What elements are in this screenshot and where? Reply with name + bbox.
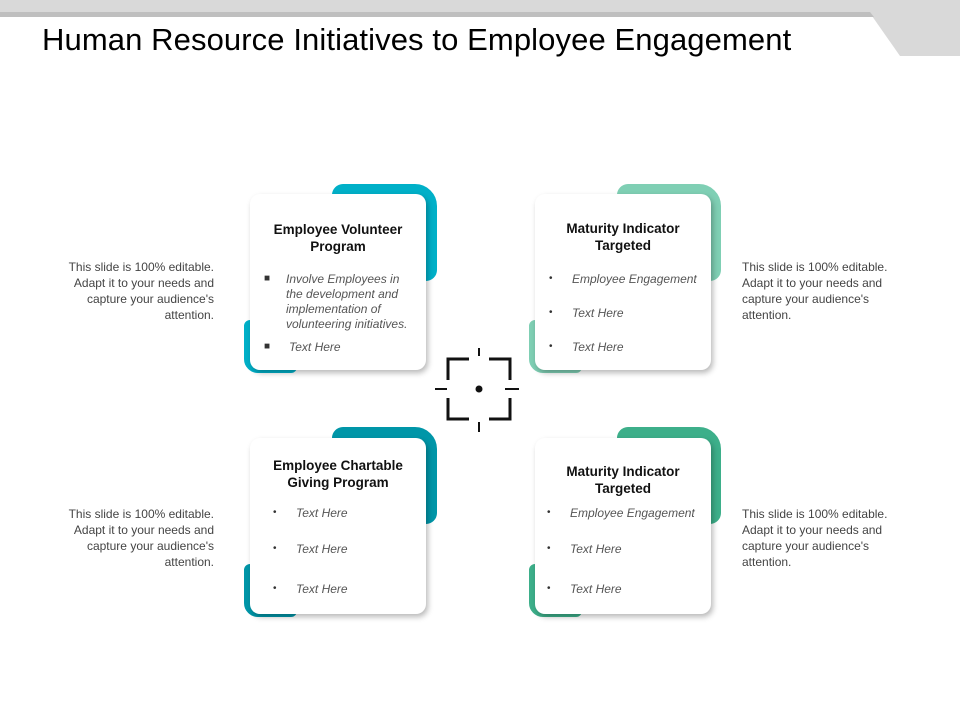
- bullet-dot-icon: •: [547, 543, 551, 554]
- bullet-dot-icon: •: [547, 507, 551, 518]
- bullet-dot-icon: •: [547, 583, 551, 594]
- bullet-square-icon: ■: [264, 341, 271, 352]
- side-description-top-left: This slide is 100% editable. Adapt it to…: [68, 260, 214, 322]
- bullet-dot-icon: •: [273, 543, 277, 554]
- bullet-dot-icon: •: [549, 273, 553, 284]
- side-description-bottom-left: This slide is 100% editable. Adapt it to…: [68, 507, 214, 569]
- card-title: Employee Volunteer Program: [273, 222, 403, 254]
- side-description-top-right: This slide is 100% editable. Adapt it to…: [742, 260, 888, 322]
- bullet-dot-icon: •: [549, 307, 553, 318]
- bullet-dot-icon: •: [273, 583, 277, 594]
- bullet-dot-icon: •: [273, 507, 277, 518]
- card-employee-chartable-giving-program: Employee Chartable Giving Program • Text…: [250, 438, 426, 614]
- page-title: Human Resource Initiatives to Employee E…: [42, 22, 792, 57]
- side-description-bottom-right: This slide is 100% editable. Adapt it to…: [742, 507, 888, 569]
- card-maturity-indicator-targeted-2: Maturity Indicator Targeted • Employee E…: [535, 438, 711, 614]
- header-bar: [0, 0, 960, 56]
- card-maturity-indicator-targeted-1: Maturity Indicator Targeted • Employee E…: [535, 194, 711, 370]
- card-title: Employee Chartable Giving Program: [273, 458, 403, 490]
- bullet-square-icon: ■: [264, 273, 271, 284]
- card-title: Maturity Indicator Targeted: [566, 221, 680, 253]
- card-title: Maturity Indicator Targeted: [566, 464, 680, 496]
- card-employee-volunteer-program: Employee Volunteer Program ■ Involve Emp…: [250, 194, 426, 370]
- bullet-dot-icon: •: [549, 341, 553, 352]
